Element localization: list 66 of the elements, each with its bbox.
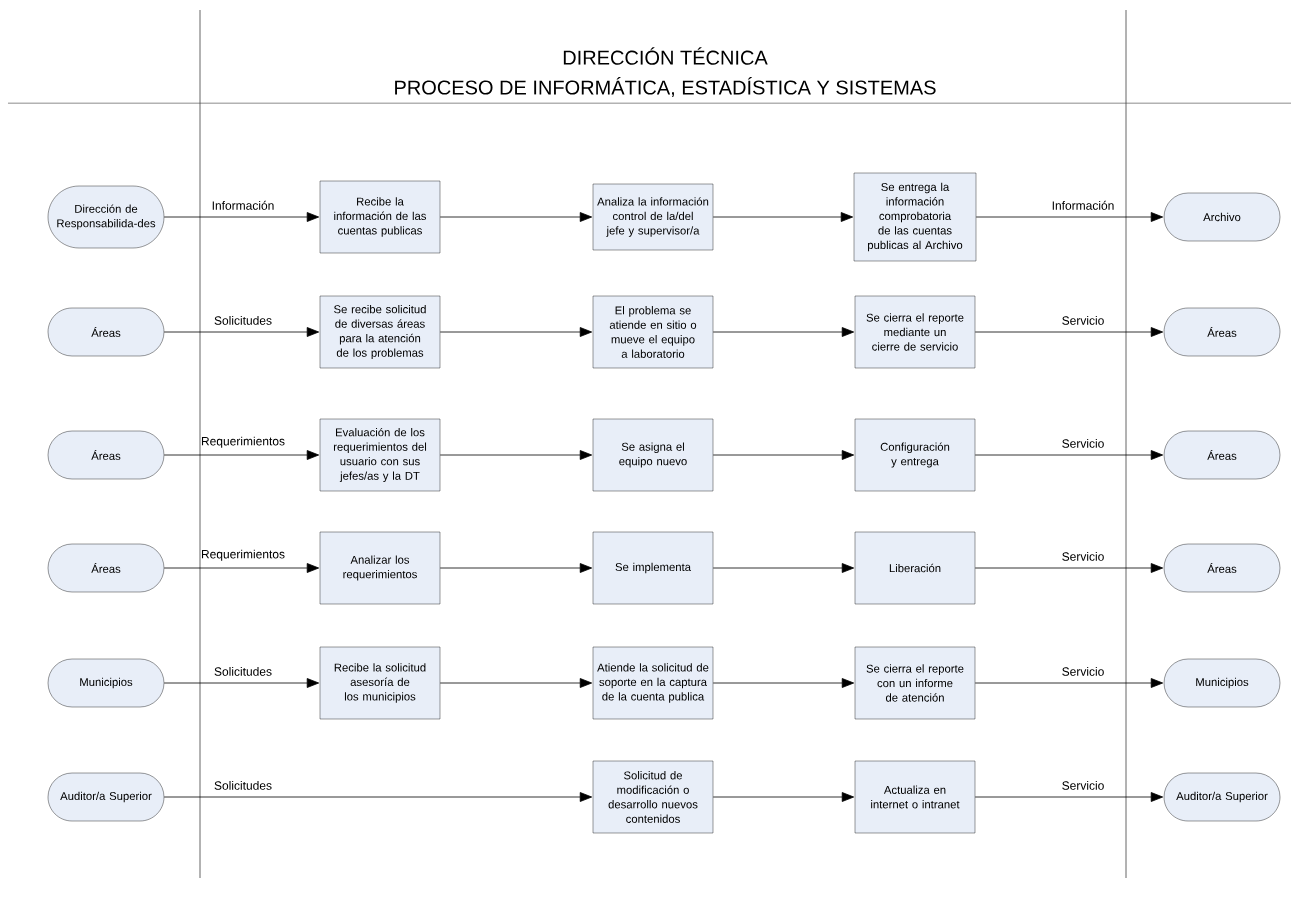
process-box: Actualiza en internet o intranet: [854, 760, 976, 834]
arrow: [712, 212, 854, 222]
process-box: Atiende la solicitud de soporte en la captura de la cuenta publica: [592, 646, 714, 720]
arrow: [712, 450, 855, 460]
terminator: Archivo: [1163, 192, 1281, 242]
arrow: [974, 792, 1164, 802]
process-box: Configuración y entrega: [854, 418, 976, 492]
process-box: Liberación: [854, 531, 976, 605]
arrow: [975, 212, 1164, 222]
edge-label: Servicio: [1062, 667, 1104, 676]
terminator: Municipios: [47, 658, 165, 708]
arrow: [712, 563, 855, 573]
process-box: Solicitud de modificación o desarrollo nuevos contenidos: [592, 760, 714, 834]
arrow: [439, 678, 593, 688]
terminator: Áreas: [1163, 307, 1281, 357]
arrow: [163, 450, 320, 460]
subtitle: PROCESO DE INFORMÁTICA, ESTADÍSTICA Y SISTEMAS: [395, 77, 936, 97]
terminator: Auditor/a Superior: [1163, 772, 1281, 822]
terminator: Dirección de Responsabilida-des: [47, 185, 165, 249]
process-box: Evaluación de los requerimientos del usuario con sus jefes/as y la DT: [319, 418, 441, 492]
arrow: [974, 563, 1164, 573]
edge-label: Solicitudes: [214, 667, 272, 676]
process-box: Recibe la solicitud asesoría de los municipios: [319, 646, 441, 720]
process-box: Recibe la información de las cuentas publicas: [319, 180, 441, 254]
process-box: Se cierra el reporte mediante un cierre de servicio: [854, 295, 976, 369]
edge-label: Servicio: [1062, 552, 1104, 561]
process-box: Se asigna el equipo nuevo: [592, 418, 714, 492]
title: DIRECCIÓN TÉCNICA: [563, 47, 768, 65]
arrow: [163, 678, 320, 688]
edge-label: Servicio: [1062, 316, 1104, 325]
edge-label: Solicitudes: [214, 316, 272, 325]
arrow: [439, 327, 593, 337]
arrow: [163, 792, 593, 802]
arrow: [163, 563, 320, 573]
terminator: Áreas: [1163, 430, 1281, 480]
arrow: [974, 450, 1164, 460]
process-box: Se recibe solicitud de diversas áreas para la atención de los problemas: [319, 295, 441, 369]
arrow: [712, 327, 855, 337]
edge-label: Requerimientos: [201, 549, 285, 561]
terminator: Municipios: [1163, 658, 1281, 708]
terminator: Auditor/a Superior: [47, 772, 165, 822]
process-box: Analizar los requerimientos: [319, 531, 441, 605]
arrow: [163, 212, 320, 222]
process-box: Analiza la información control de la/del jefe y supervisor/a: [592, 183, 714, 251]
arrow: [439, 212, 593, 222]
terminator: Áreas: [47, 543, 165, 593]
process-box: El problema se atiende en sitio o mueve el equipo a laboratorio: [592, 295, 714, 369]
terminator: Áreas: [1163, 543, 1281, 593]
edge-label: Servicio: [1062, 781, 1104, 790]
arrow: [439, 450, 593, 460]
arrow: [974, 678, 1164, 688]
edge-label: Requerimientos: [201, 436, 285, 448]
edge-label: Información: [1052, 200, 1114, 210]
edge-label: Solicitudes: [214, 781, 272, 790]
process-box: Se entrega la información comprobatoria de las cuentas publicas al Archivo: [853, 172, 977, 262]
terminator: Áreas: [47, 307, 165, 357]
terminator: Áreas: [47, 430, 165, 480]
arrow: [974, 327, 1164, 337]
edge-label: Servicio: [1062, 439, 1104, 448]
edge-label: Información: [212, 200, 274, 210]
arrow: [439, 563, 593, 573]
process-box: Se implementa: [592, 531, 714, 605]
arrow: [712, 792, 855, 802]
process-box: Se cierra el reporte con un informe de atención: [854, 646, 976, 720]
arrow: [712, 678, 855, 688]
arrow: [163, 327, 320, 337]
